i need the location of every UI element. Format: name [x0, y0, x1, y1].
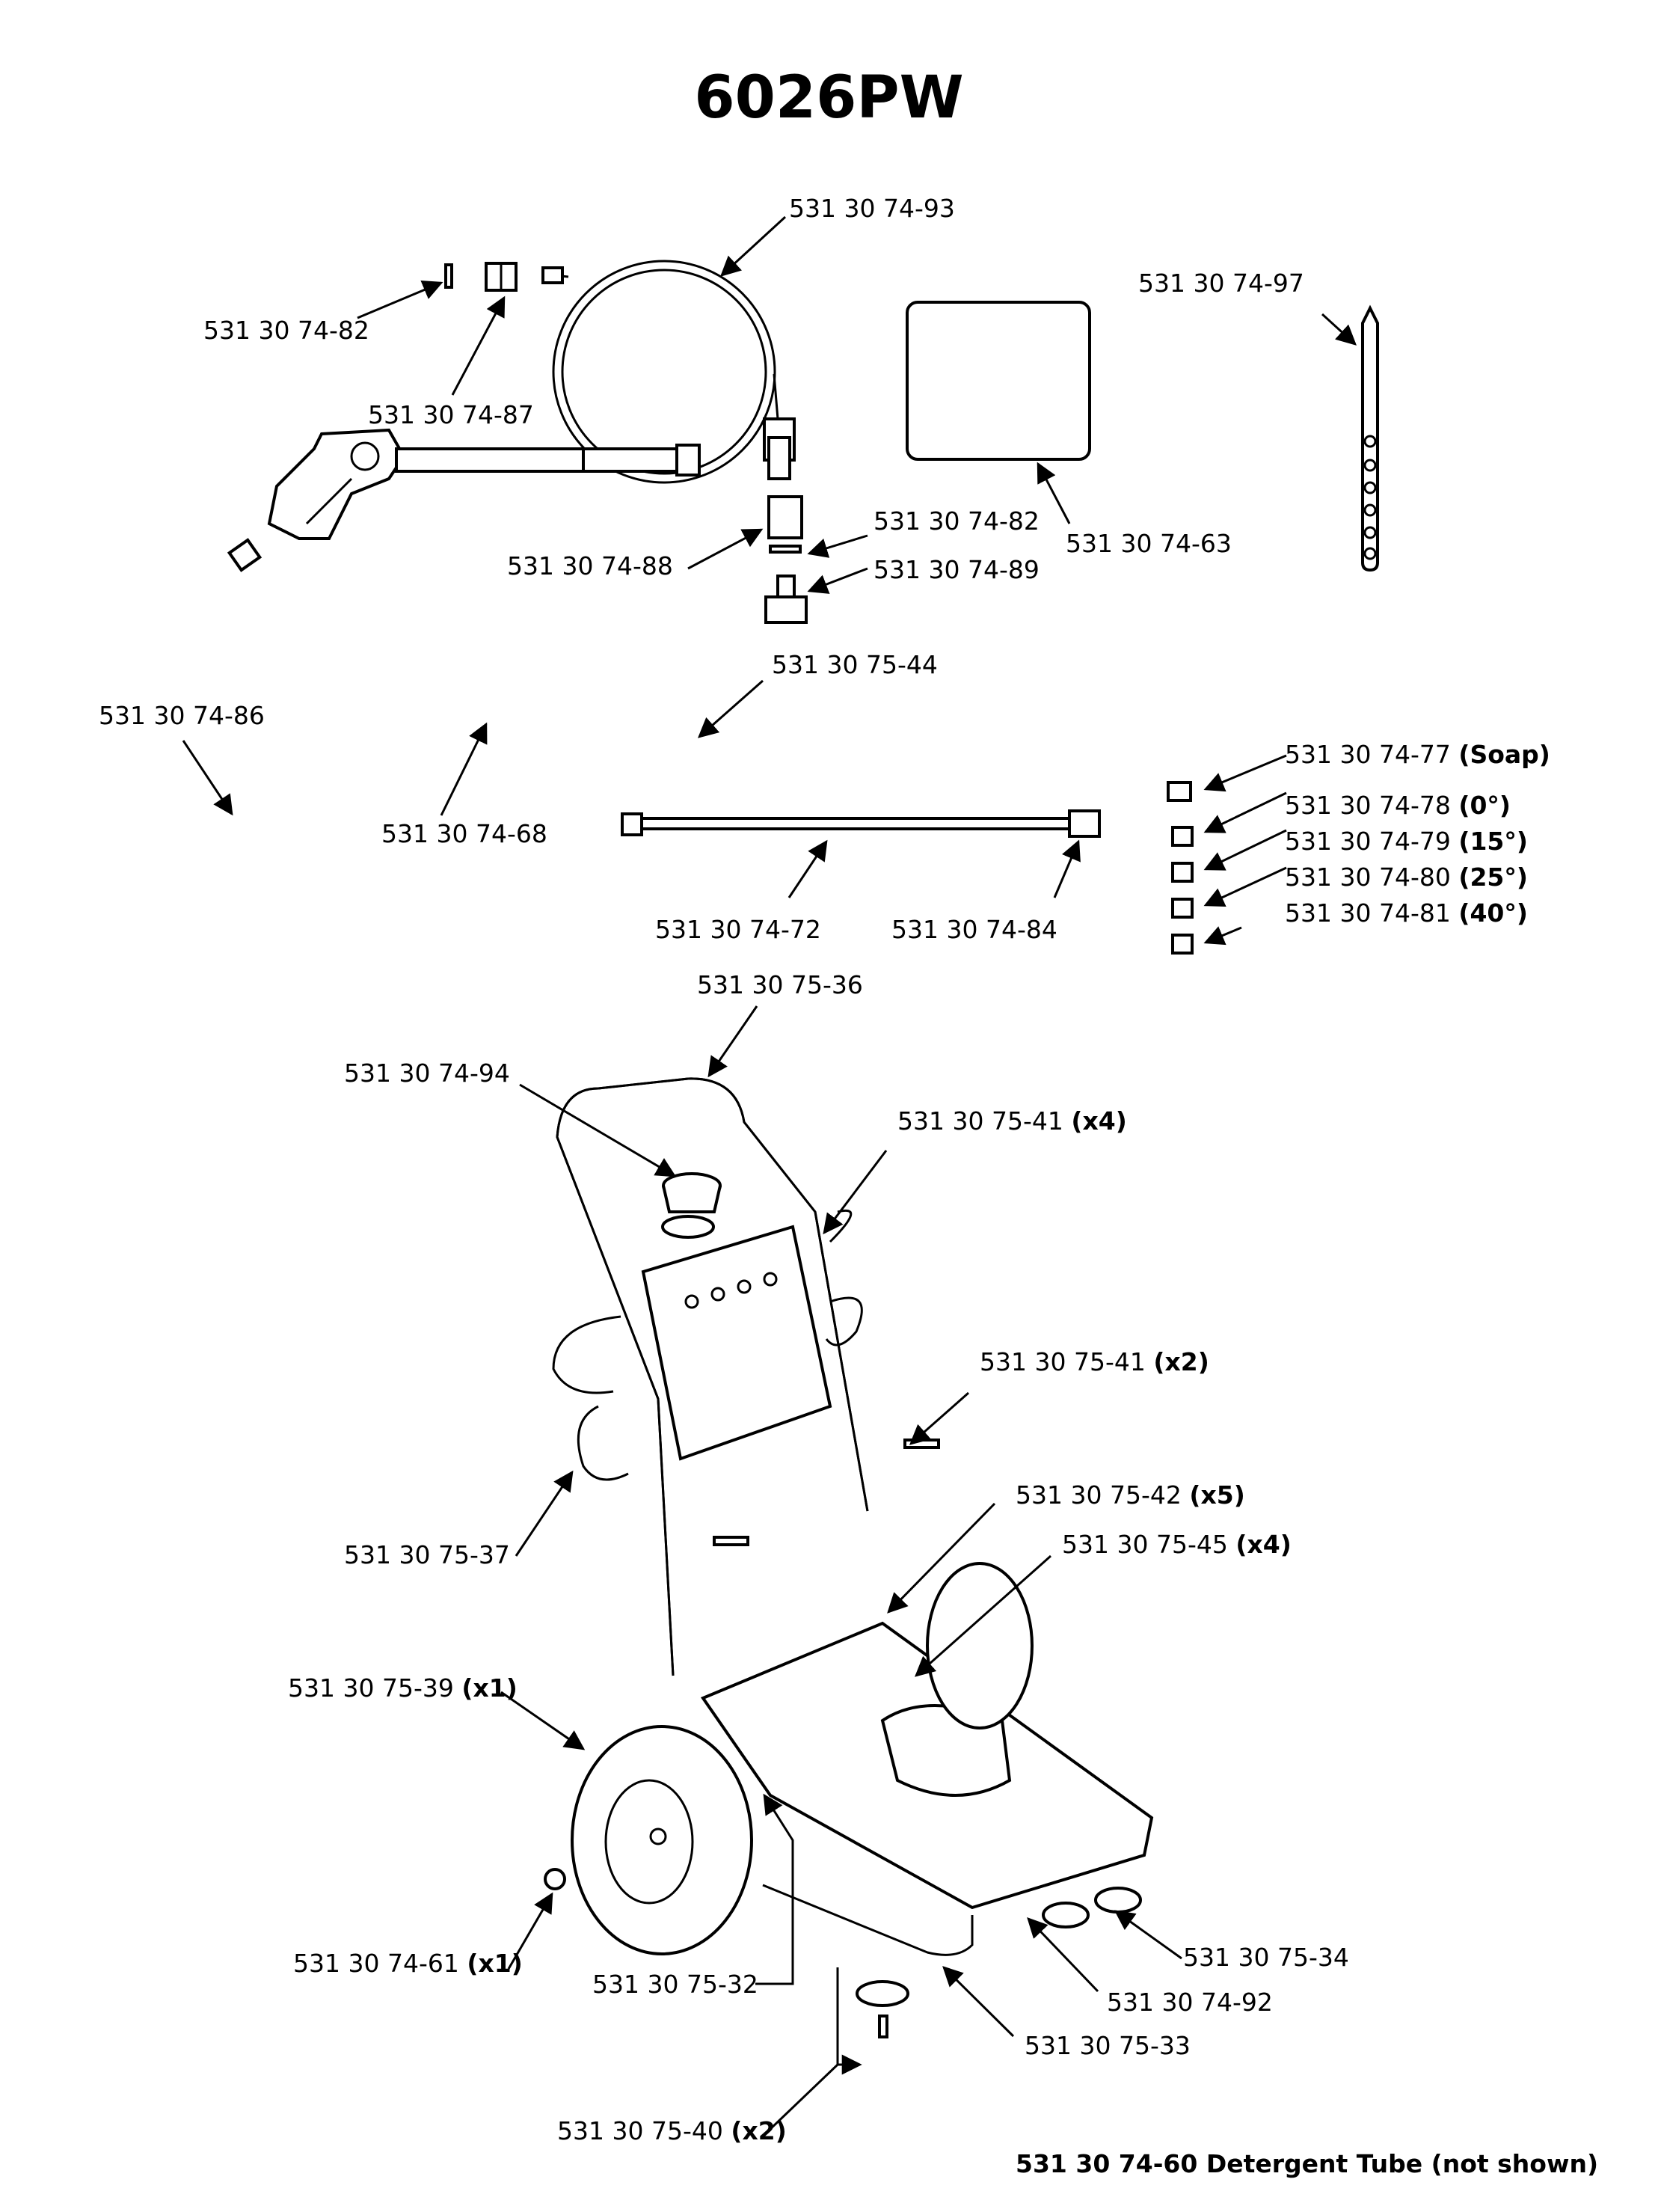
label-foot-pad: 531 30 74-92	[1107, 1988, 1273, 2017]
label-handle: 531 30 75-36	[697, 970, 863, 999]
label-bolt-x4: 531 30 75-41 (x4)	[897, 1106, 1127, 1136]
label-wand-coupler: 531 30 74-84	[891, 915, 1057, 944]
label-foot: 531 30 75-34	[1183, 1943, 1349, 1972]
label-foot-bolt: 531 30 75-40 (x2)	[557, 2116, 787, 2145]
label-oring-mid: 531 30 74-82	[873, 506, 1040, 536]
label-nozzle-15: 531 30 74-79 (15°)	[1285, 827, 1528, 856]
label-fitting: 531 30 74-89	[873, 555, 1040, 584]
label-nozzle-25: 531 30 74-80 (25°)	[1285, 863, 1528, 892]
label-nozzle-soap: 531 30 74-77 (Soap)	[1285, 740, 1550, 769]
label-bolt-x2: 531 30 75-41 (x2)	[980, 1347, 1209, 1376]
adapter-part	[767, 495, 803, 539]
label-hose: 531 30 74-93	[789, 194, 955, 223]
label-wand-tool: 531 30 74-97	[1138, 269, 1304, 298]
wand-tool-part	[1361, 304, 1379, 572]
oring-top-part	[444, 263, 453, 289]
fitting-part	[764, 575, 808, 624]
label-gun: 531 30 74-68	[381, 819, 547, 848]
label-hubcap: 531 30 74-61 (x1)	[293, 1949, 523, 1978]
nozzles-part	[1167, 781, 1194, 955]
coupler-top-part	[485, 262, 518, 292]
oring-mid-part	[769, 545, 802, 554]
leader-lines	[182, 215, 1357, 2132]
wand-part	[621, 809, 1101, 838]
label-gun-fitting: 531 30 74-86	[99, 701, 265, 730]
label-cup: 531 30 74-94	[344, 1058, 510, 1088]
label-adapter: 531 30 74-88	[507, 551, 673, 580]
label-axle: 531 30 75-32	[592, 1970, 758, 1999]
gun-part	[227, 428, 701, 572]
hubcap-part	[544, 1868, 566, 1890]
label-coupler-top: 531 30 74-87	[368, 400, 534, 429]
label-nut-x5: 531 30 75-42 (x5)	[1016, 1480, 1245, 1510]
label-nozzle-0: 531 30 74-78 (0°)	[1285, 791, 1511, 820]
label-wand: 531 30 74-72	[655, 915, 821, 944]
label-hook: 531 30 75-37	[344, 1540, 510, 1569]
label-manual: 531 30 74-63	[1066, 529, 1232, 558]
label-nozzle-40: 531 30 74-81 (40°)	[1285, 898, 1528, 928]
footnote: 531 30 74-60 Detergent Tube (not shown)	[1016, 2149, 1599, 2178]
model-title: 6026PW	[694, 64, 964, 132]
label-screw-x4: 531 30 75-45 (x4)	[1062, 1530, 1292, 1559]
label-frame: 531 30 75-33	[1025, 2031, 1191, 2060]
cart-assembly	[544, 1077, 1154, 2038]
manual-part	[906, 301, 1091, 461]
label-wheel: 531 30 75-39 (x1)	[288, 1673, 518, 1703]
label-oring-top: 531 30 74-82	[203, 316, 369, 345]
hose-part	[541, 260, 796, 484]
label-gun-coupler: 531 30 75-44	[772, 650, 938, 679]
